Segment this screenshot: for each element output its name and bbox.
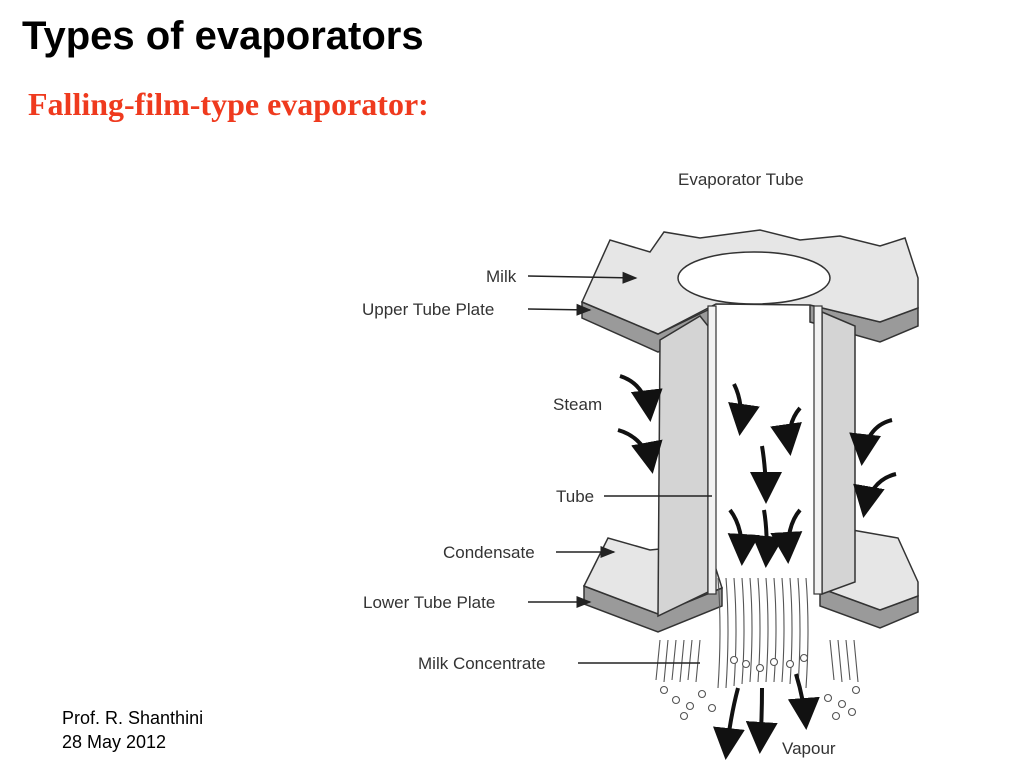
lower-tube-plate xyxy=(582,529,919,633)
steam-chamber-right xyxy=(821,310,856,596)
falling-film xyxy=(655,577,859,689)
steam-chamber-left xyxy=(657,315,709,618)
label-steam: Steam xyxy=(553,395,602,414)
label-condensate: Condensate xyxy=(443,543,535,562)
label-lower-tube-plate: Lower Tube Plate xyxy=(363,593,495,612)
label-upper-tube-plate: Upper Tube Plate xyxy=(362,300,494,319)
footer-date: 28 May 2012 xyxy=(62,732,167,752)
tube-walls xyxy=(707,305,823,595)
droplets xyxy=(659,653,861,721)
leader-lines xyxy=(527,271,712,664)
footer-author: Prof. R. Shanthini xyxy=(62,708,204,728)
label-vapour: Vapour xyxy=(782,739,836,758)
label-evaporator-tube: Evaporator Tube xyxy=(678,170,804,189)
label-tube: Tube xyxy=(556,487,594,506)
slide-subtitle: Falling-film-type evaporator: xyxy=(28,86,429,122)
flow-arrows xyxy=(617,374,897,760)
slide-footer: Prof. R. Shanthini 28 May 2012 xyxy=(62,706,203,754)
upper-tube-plate xyxy=(580,229,919,353)
slide-title: Types of evaporators xyxy=(22,14,424,58)
label-milk: Milk xyxy=(486,267,517,286)
label-milk-concentrate: Milk Concentrate xyxy=(418,654,546,673)
